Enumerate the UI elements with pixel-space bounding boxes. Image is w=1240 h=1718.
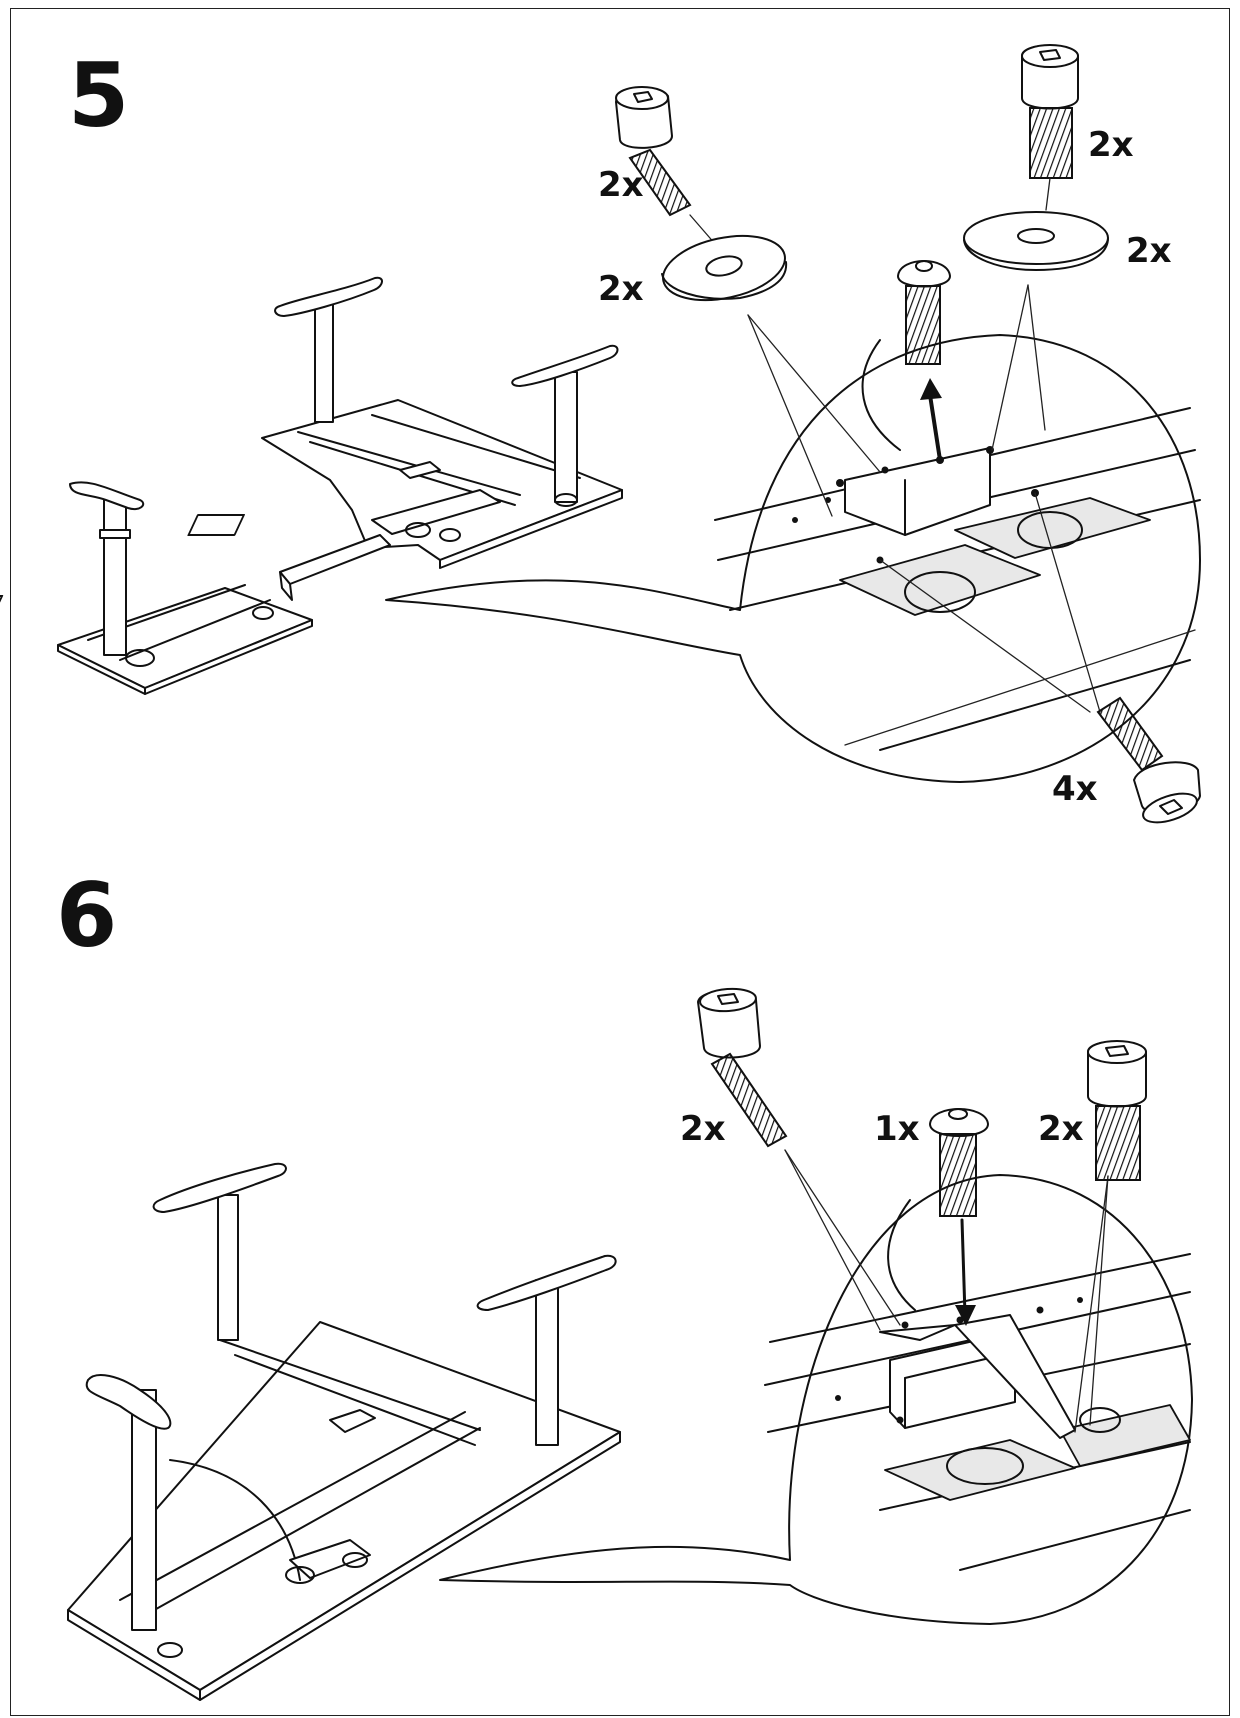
detail-magnifier-6 — [439, 1149, 1193, 1625]
qty-bolt-5c: 4x — [1052, 769, 1098, 809]
qty-washer-5a: 2x — [598, 269, 644, 309]
bolt-5c-icon — [1096, 696, 1201, 824]
washer-5a-icon — [661, 234, 788, 302]
bolt-5b-icon — [1021, 44, 1079, 211]
qty-bolt-5b: 2x — [1088, 125, 1134, 165]
washer-5b-icon — [963, 211, 1109, 271]
screw-6-icon — [929, 1108, 989, 1217]
bolt-5a-icon — [615, 86, 717, 246]
qty-bolt-5a: 2x — [598, 165, 644, 205]
assembled-frame — [67, 1162, 621, 1701]
qty-washer-5b: 2x — [1126, 231, 1172, 271]
step-number-6: 6 — [56, 864, 117, 967]
step-number-5: 5 — [68, 44, 129, 147]
left-end-frame — [0, 481, 313, 695]
qty-screw-6: 1x — [874, 1109, 920, 1149]
bolt-6a-icon — [697, 987, 788, 1148]
main-frame — [187, 276, 623, 601]
page-border — [10, 8, 1230, 1716]
screw-5-icon — [897, 260, 951, 365]
detail-magnifier — [385, 284, 1201, 783]
bolt-6b-icon — [1087, 1040, 1147, 1181]
qty-bolt-6a: 2x — [680, 1109, 726, 1149]
step-6: 6 — [56, 864, 1193, 1701]
step-5: 5 — [0, 44, 1201, 824]
qty-bolt-6b: 2x — [1038, 1109, 1084, 1149]
